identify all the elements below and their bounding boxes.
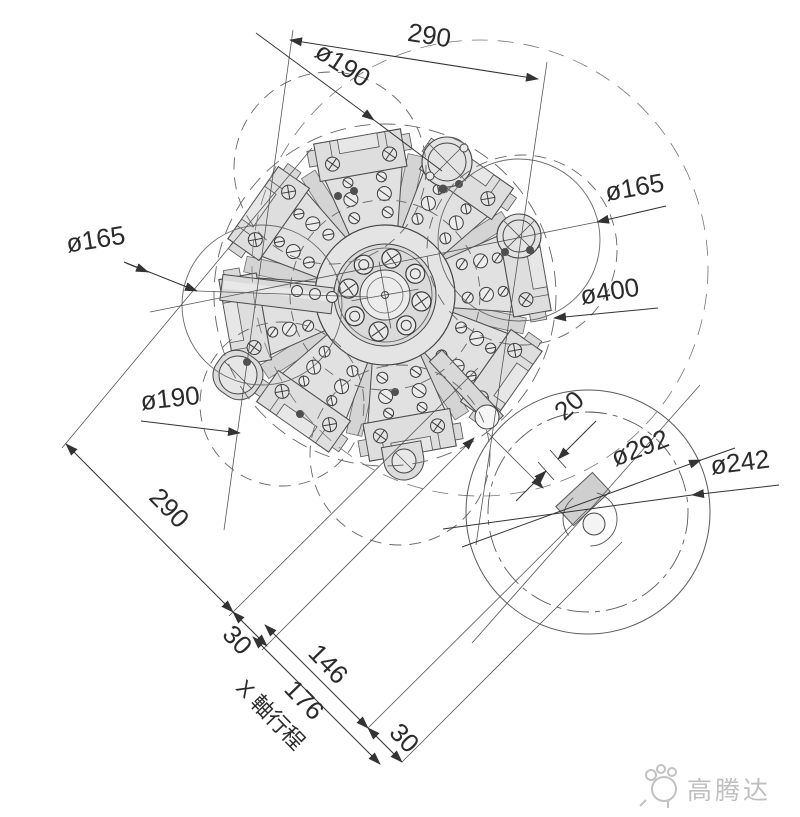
dim-stack-30-lower: 30 bbox=[384, 717, 426, 759]
pivot-circle bbox=[474, 404, 500, 430]
brand-logo-icon bbox=[639, 764, 677, 808]
dark-screws bbox=[243, 180, 534, 418]
dim-stack-290: 290 bbox=[144, 482, 196, 534]
watermark: 高腾达 bbox=[639, 764, 771, 808]
dim-left-pitch-dia: ø190 bbox=[139, 380, 201, 416]
dim-top-width: 290 bbox=[406, 17, 454, 53]
dim-dia-292: ø292 bbox=[607, 423, 673, 472]
index-circle-group bbox=[465, 384, 711, 644]
dim-stack-146: 146 bbox=[303, 638, 355, 690]
dim-left-tool-dia: ø165 bbox=[64, 220, 127, 259]
dim-stack-30-upper: 30 bbox=[217, 619, 259, 661]
dim-offset-20: 20 bbox=[548, 384, 590, 426]
dimension-lines bbox=[65, 32, 780, 765]
extension-lines bbox=[61, 29, 623, 763]
brand-name: 高腾达 bbox=[687, 777, 771, 805]
construction-circles bbox=[181, 39, 709, 546]
round-holder-upper-right bbox=[421, 136, 473, 188]
dim-top-pitch-dia: ø190 bbox=[310, 36, 376, 93]
dim-disc-dia: ø400 bbox=[578, 272, 641, 311]
dim-dia-242: ø242 bbox=[709, 444, 771, 481]
dim-right-tool-dia: ø165 bbox=[603, 167, 667, 207]
